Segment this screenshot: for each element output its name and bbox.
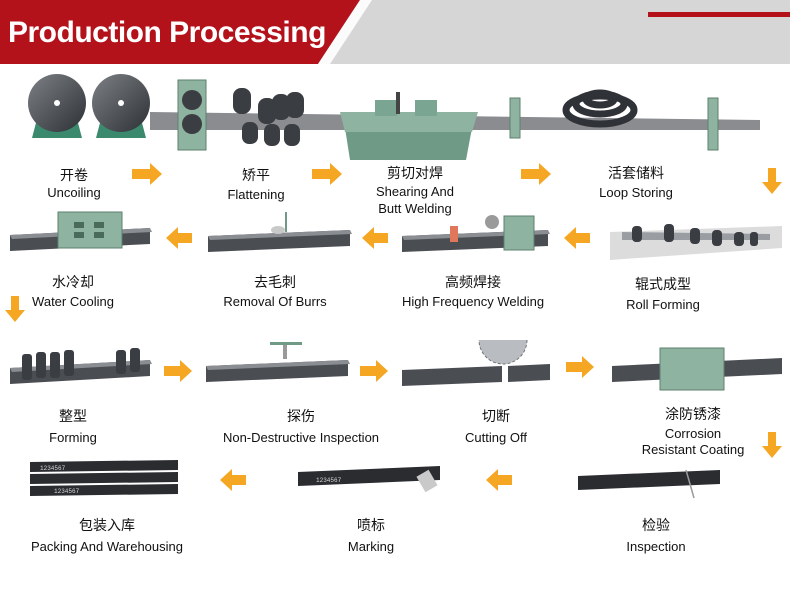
arrow-right-2 [312,163,342,185]
step-cn-label: 活套储料 [608,166,664,182]
inspected-pipe [578,469,720,499]
step-en-label: Forming [49,430,97,445]
step-uncoiling: 开卷 Uncoiling [14,168,134,201]
deburring-unit [208,212,352,252]
step-removal-of-burrs: 去毛刺 Removal Of Burrs [200,275,350,310]
pipe-marking-text-3: 1234567 [316,477,342,484]
step-cn-label: 喷标 [357,518,385,534]
accent-bar [648,12,790,17]
header-banner [0,0,790,64]
coil-1 [28,74,86,138]
arrow-left-4 [220,469,246,491]
step-cn-label: 高频焊接 [445,275,501,291]
line-row-3-illustration [10,340,782,391]
arrow-down-1 [762,168,782,194]
step-cn-label: 探伤 [287,409,315,425]
water-cooling-unit [10,211,152,251]
forming-unit [10,348,152,384]
arrow-down-2 [5,296,25,322]
line-row-1-illustration [28,74,760,160]
guide-post-1 [509,97,521,139]
step-high-frequency-welding: 高频焊接 High Frequency Welding [388,275,558,310]
step-cn-label: 开卷 [60,168,88,184]
roller-set [233,88,304,146]
step-roll-forming: 辊式成型 Roll Forming [598,277,728,313]
arrow-right-5 [360,360,388,382]
arrow-left-3 [564,227,590,249]
step-shearing-butt-welding: 剪切对焊 Shearing And Butt Welding [350,166,480,217]
arrow-right-1 [132,163,162,185]
step-packing-warehousing: 包装入库 Packing And Warehousing [12,518,202,555]
step-forming: 整型 Forming [18,409,128,446]
step-cn-label: 辊式成型 [635,277,691,293]
coil-2 [92,74,150,138]
step-inspection: 检验 Inspection [596,518,716,555]
step-cn-label: 矫平 [242,168,270,184]
line-row-2-illustration [10,211,782,260]
step-cn-label: 检验 [642,518,670,534]
arrow-right-4 [164,360,192,382]
ndt-unit [206,342,350,382]
step-cn-label: 切断 [482,409,510,425]
step-corrosion-resistant-coating: 涂防锈漆 Corrosion Resistant Coating [618,407,768,458]
step-cn-label: 去毛刺 [254,275,296,291]
step-en-label: Non-Destructive Inspection [222,430,380,445]
step-en-label: Corrosion Resistant Coating [641,426,745,457]
step-en-label: Water Cooling [32,294,114,309]
step-en-label: Shearing And Butt Welding [375,184,455,216]
arrow-left-1 [166,227,192,249]
shearing-welder [340,92,478,160]
guide-post-2 [707,97,719,151]
coating-unit [612,347,782,391]
step-en-label: Inspection [626,539,686,554]
line-row-4-illustration: 1234567 1234567 1234567 [30,460,720,499]
step-non-destructive-inspection: 探伤 Non-Destructive Inspection [206,409,396,446]
loop-storage [562,89,638,128]
marked-pipe: 1234567 [298,466,440,493]
step-en-label: Removal Of Burrs [223,294,327,309]
cutting-unit [402,340,550,386]
page-title: Production Processing [8,16,326,49]
step-marking: 喷标 Marking [316,518,426,555]
step-cn-label: 包装入库 [79,518,135,534]
step-en-label: High Frequency Welding [401,294,545,309]
roll-forming-unit [610,224,782,260]
step-water-cooling: 水冷却 Water Cooling [8,275,138,310]
pipe-marking-text-2: 1234567 [54,488,80,495]
step-en-label: Marking [347,539,395,554]
step-en-label: Uncoiling [47,185,101,200]
step-cn-label: 剪切对焊 [387,166,443,182]
step-flattening: 矫平 Flattening [186,168,326,203]
arrow-right-6 [566,356,594,378]
step-en-label: Loop Storing [599,185,673,200]
step-en-label: Flattening [227,187,285,202]
arrow-left-5 [486,469,512,491]
step-en-label: Cutting Off [465,430,527,445]
step-en-label: Roll Forming [626,297,700,312]
step-cn-label: 涂防锈漆 [665,407,721,423]
step-cn-label: 水冷却 [52,275,94,291]
step-loop-storing: 活套储料 Loop Storing [566,166,706,201]
pipe-marking-text-1: 1234567 [40,465,66,472]
step-cn-label: 整型 [59,409,87,425]
step-en-label: Packing And Warehousing [30,539,183,554]
arrow-right-3 [521,163,551,185]
step-cutting-off: 切断 Cutting Off [436,409,556,446]
flattener [177,79,207,151]
packed-pipes: 1234567 1234567 [30,460,178,496]
hf-welding-unit [402,215,550,252]
arrow-left-2 [362,227,388,249]
arrow-down-3 [762,432,782,458]
